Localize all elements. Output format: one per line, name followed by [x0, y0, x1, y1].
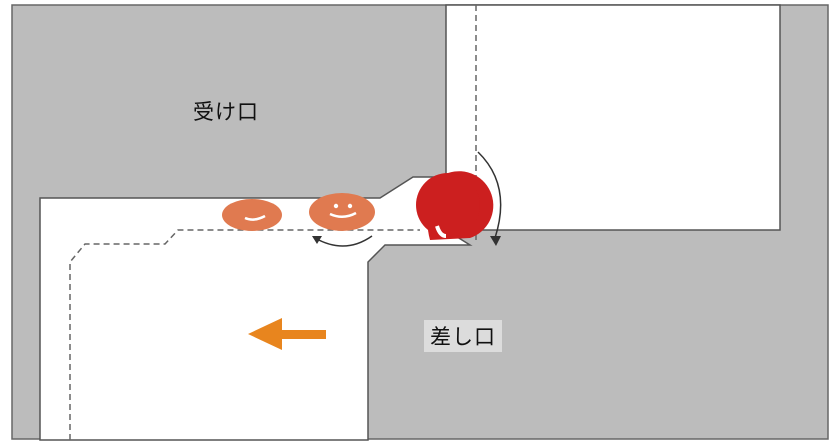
- upper-right-bore: [445, 4, 781, 231]
- receptacle-label: 受け口: [193, 100, 259, 124]
- direction-arrow-shaft: [270, 330, 326, 339]
- seal-drop-1: [222, 199, 282, 231]
- rotation-arrow-left-head: [312, 236, 322, 244]
- seal-drop-2: [309, 193, 375, 231]
- red-seal-highlight: [435, 225, 447, 238]
- insert-label: 差し口: [424, 320, 502, 352]
- red-seal-body: [416, 173, 480, 237]
- seal-drop-1-mark: [244, 214, 266, 221]
- dashed-contour-lower: [69, 229, 420, 440]
- rotation-arrow-right: [477, 151, 502, 239]
- rotation-arrow-right-head: [490, 236, 501, 246]
- seal-drop-2-mouth: [329, 211, 357, 218]
- rotation-arrow-left: [314, 235, 373, 247]
- seal-drop-2-eye-left: [333, 203, 339, 209]
- seal-drop-2-eye-right: [347, 203, 353, 209]
- left-arrow-icon: [248, 318, 282, 350]
